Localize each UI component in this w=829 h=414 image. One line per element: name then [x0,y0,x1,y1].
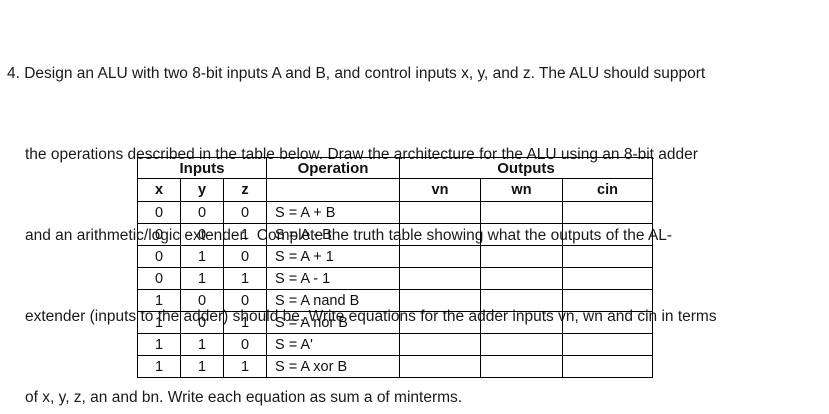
cell-operation: S = A + 1 [266,245,400,268]
cell-wn [480,311,563,334]
cell-z: 1 [223,355,267,378]
cell-cin [562,201,653,224]
cell-x: 1 [137,311,181,334]
cell-x: 0 [137,201,181,224]
table-row: 1 0 1 S = A nor B [137,311,653,334]
cell-y: 0 [180,223,224,246]
cell-cin [562,223,653,246]
cell-vn [399,355,481,378]
table-row: 0 1 0 S = A + 1 [137,245,653,268]
cell-vn [399,223,481,246]
table-row: 0 0 1 S = A - B [137,223,653,246]
cell-wn [480,267,563,290]
table-row: 0 1 1 S = A - 1 [137,267,653,290]
cell-operation: S = A nor B [266,311,400,334]
table-row: 1 1 1 S = A xor B [137,355,653,378]
cell-cin [562,267,653,290]
cell-cin [562,245,653,268]
table-row: 0 0 0 S = A + B [137,201,653,224]
cell-wn [480,355,563,378]
cell-y: 1 [180,245,224,268]
table-row: 1 0 0 S = A nand B [137,289,653,312]
cell-y: 1 [180,355,224,378]
table-row: 1 1 0 S = A' [137,333,653,356]
cell-x: 1 [137,355,181,378]
cell-x: 0 [137,245,181,268]
cell-cin [562,333,653,356]
cell-operation: S = A xor B [266,355,400,378]
cell-operation: S = A' [266,333,400,356]
cell-x: 0 [137,223,181,246]
cell-x: 1 [137,289,181,312]
cell-z: 1 [223,223,267,246]
table-group-header-row: Inputs Operation Outputs [137,157,653,179]
inputs-group-header: Inputs [137,157,267,179]
column-header-operation-blank [266,178,400,202]
cell-z: 1 [223,267,267,290]
cell-vn [399,267,481,290]
cell-operation: S = A - B [266,223,400,246]
cell-vn [399,333,481,356]
cell-y: 0 [180,289,224,312]
problem-line: of x, y, z, an and bn. Write each equati… [25,389,463,406]
cell-operation: S = A + B [266,201,400,224]
cell-operation: S = A nand B [266,289,400,312]
operation-group-header: Operation [266,157,400,179]
cell-wn [480,289,563,312]
cell-y: 1 [180,333,224,356]
column-header-y: y [180,178,224,202]
outputs-group-header: Outputs [399,157,653,179]
column-header-z: z [223,178,267,202]
cell-y: 1 [180,267,224,290]
cell-z: 0 [223,333,267,356]
cell-wn [480,223,563,246]
cell-z: 0 [223,289,267,312]
cell-x: 1 [137,333,181,356]
cell-vn [399,311,481,334]
cell-wn [480,245,563,268]
column-header-vn: vn [399,178,481,202]
cell-y: 0 [180,201,224,224]
cell-y: 0 [180,311,224,334]
cell-vn [399,201,481,224]
cell-wn [480,333,563,356]
cell-cin [562,289,653,312]
cell-wn [480,201,563,224]
column-header-x: x [137,178,181,202]
cell-cin [562,355,653,378]
cell-z: 1 [223,311,267,334]
truth-table: Inputs Operation Outputs x y z vn wn cin… [137,157,653,378]
column-header-wn: wn [480,178,563,202]
column-header-cin: cin [562,178,653,202]
table-column-header-row: x y z vn wn cin [137,178,653,202]
cell-z: 0 [223,201,267,224]
cell-z: 0 [223,245,267,268]
problem-line: 4. Design an ALU with two 8-bit inputs A… [7,65,706,82]
cell-vn [399,245,481,268]
cell-cin [562,311,653,334]
cell-operation: S = A - 1 [266,267,400,290]
cell-x: 0 [137,267,181,290]
cell-vn [399,289,481,312]
